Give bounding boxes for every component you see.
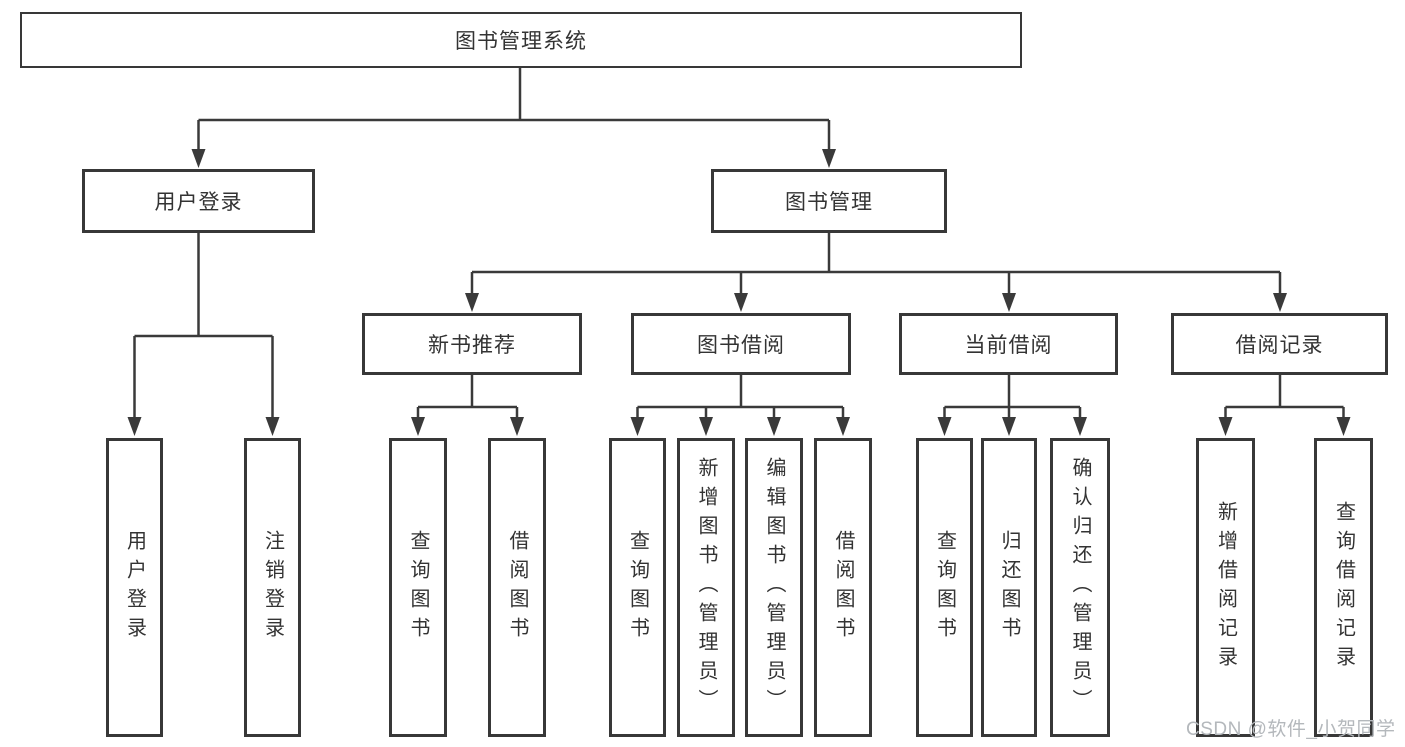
node-book-management: 图书管理 (711, 169, 947, 233)
connector-bookborrow-to-leaves (630, 374, 850, 436)
leaf-label: 确认归还（管理员） (1069, 457, 1091, 718)
csdn-watermark: CSDN @软件_小贺同学 (1186, 719, 1396, 740)
leaf-rec-borrow-books: 借阅图书 (488, 438, 546, 737)
connector-currentborrow-to-leaves (937, 374, 1087, 436)
leaf-label: 用户登录 (123, 529, 146, 646)
leaf-label: 查询借阅记录 (1332, 500, 1355, 675)
leaf-user-login: 用户登录 (106, 438, 163, 737)
connector-borrowrecords-to-leaves (1218, 374, 1351, 436)
leaf-logout: 注销登录 (244, 438, 301, 737)
connector-userlogin-to-leaves (127, 232, 280, 436)
connector-newbookrec-to-leaves (411, 374, 524, 436)
leaf-label: 注销登录 (261, 529, 284, 646)
node-current-borrowing: 当前借阅 (899, 313, 1118, 375)
leaf-label: 编辑图书（管理员） (763, 457, 785, 718)
leaf-label: 查询图书 (407, 529, 429, 646)
node-label: 借阅记录 (1235, 334, 1324, 357)
leaf-bb-edit-books-admin: 编辑图书（管理员） (745, 438, 803, 737)
node-label: 新书推荐 (428, 334, 516, 357)
leaf-label: 查询图书 (933, 529, 956, 646)
node-label: 图书管理 (785, 191, 873, 214)
node-label: 图书借阅 (697, 334, 785, 357)
node-user-login: 用户登录 (82, 169, 315, 233)
leaf-bb-add-books-admin: 新增图书（管理员） (677, 438, 735, 737)
leaf-label: 查询图书 (626, 529, 649, 646)
leaf-br-query-record: 查询借阅记录 (1314, 438, 1373, 737)
node-label: 当前借阅 (964, 334, 1053, 357)
leaf-bb-query-books: 查询图书 (609, 438, 666, 737)
node-label: 用户登录 (154, 191, 243, 214)
leaf-label: 借阅图书 (832, 529, 854, 646)
leaf-label: 归还图书 (998, 529, 1020, 646)
leaf-bb-borrow-books: 借阅图书 (814, 438, 872, 737)
leaf-cb-return-books: 归还图书 (981, 438, 1037, 737)
leaf-rec-query-books: 查询图书 (389, 438, 447, 737)
leaf-label: 借阅图书 (506, 529, 528, 646)
leaf-label: 新增借阅记录 (1214, 500, 1237, 675)
node-book-borrowing: 图书借阅 (631, 313, 851, 375)
connector-root-to-level2 (191, 68, 836, 168)
leaf-cb-confirm-return-admin: 确认归还（管理员） (1050, 438, 1110, 737)
connector-bookmgmt-to-level3 (465, 232, 1287, 312)
leaf-label: 新增图书（管理员） (695, 457, 717, 718)
leaf-cb-query-books: 查询图书 (916, 438, 973, 737)
node-borrowing-records: 借阅记录 (1171, 313, 1388, 375)
leaf-br-add-record: 新增借阅记录 (1196, 438, 1255, 737)
node-library-management-system: 图书管理系统 (20, 12, 1022, 68)
node-new-book-recommendation: 新书推荐 (362, 313, 582, 375)
node-label: 图书管理系统 (455, 30, 587, 53)
